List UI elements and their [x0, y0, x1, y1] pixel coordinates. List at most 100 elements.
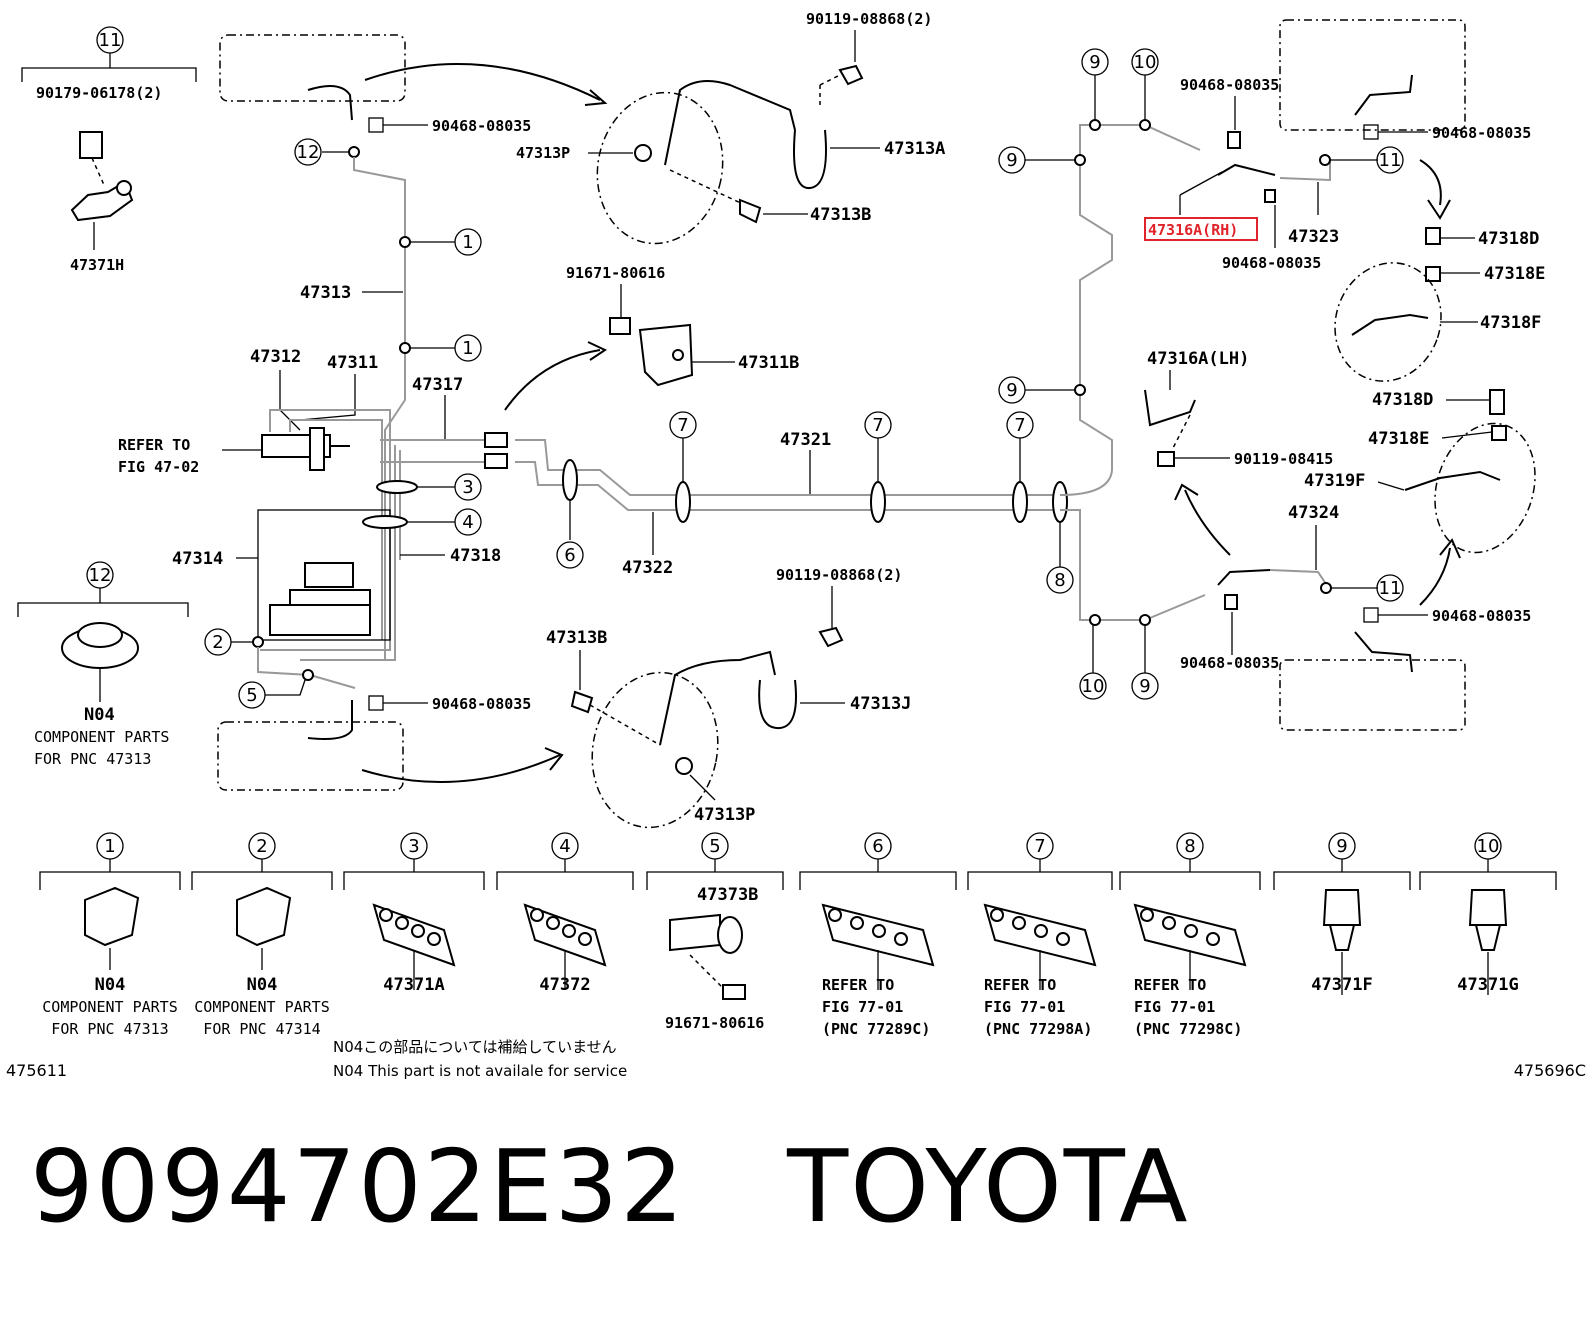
callout-number: 8 — [1184, 836, 1195, 857]
label-47322: 47322 — [622, 558, 673, 578]
callout-number: 1 — [104, 836, 115, 857]
callout-number: 2 — [212, 632, 223, 653]
callout-number: 6 — [872, 836, 883, 857]
callout-number: 7 — [872, 415, 883, 436]
label-47313P-bot: 47313P — [694, 805, 755, 825]
callout-number: 1 — [462, 232, 473, 253]
label-47311B: 47311B — [738, 353, 799, 373]
detail-oval-right-top — [1334, 262, 1442, 382]
legend-text: 47373B — [697, 885, 758, 905]
detail-oval-bottom — [591, 671, 719, 829]
legend-text: FIG 77-01 — [822, 998, 903, 1016]
label-47371H: 47371H — [70, 256, 124, 274]
legend-text: COMPONENT PARTS — [42, 998, 177, 1016]
callout-number: 7 — [1014, 415, 1025, 436]
label-N04-12: N04 — [84, 705, 115, 725]
legend-text: 47371A — [383, 975, 444, 995]
label-47318D-mid: 47318D — [1372, 390, 1433, 410]
label-47313A: 47313A — [884, 139, 945, 159]
label-47313P-top: 47313P — [516, 144, 570, 162]
label-47324: 47324 — [1288, 503, 1339, 523]
callout-number: 10 — [1134, 52, 1157, 73]
legend-text: REFER TO — [822, 976, 894, 994]
label-component-parts-12a: COMPONENT PARTS — [34, 728, 169, 746]
callout-number: 12 — [89, 565, 112, 586]
label-47321: 47321 — [780, 430, 831, 450]
callout-number: 8 — [1054, 570, 1065, 591]
abs-actuator-47314 — [269, 604, 371, 636]
label-90468-08035-c: 90468-08035 — [1180, 76, 1279, 94]
detail-oval-right-bottom — [1434, 422, 1536, 554]
label-47313B-bot: 47313B — [546, 628, 607, 648]
legend-text: N04 — [95, 975, 126, 995]
refer-fig-47-02-line1: REFER TO — [118, 436, 190, 454]
label-47314: 47314 — [172, 549, 223, 569]
callout-number: 4 — [559, 836, 570, 857]
detail-box-top-right — [1279, 19, 1466, 131]
legend-item-4: 4 47372 — [496, 832, 634, 995]
detail-box-bottom-right — [1279, 659, 1466, 731]
label-47318D-top: 47318D — [1478, 229, 1539, 249]
label-47319F: 47319F — [1304, 471, 1365, 491]
callout-11-group: 11 90179-06178(2) 47371H — [21, 26, 197, 274]
clip-icon — [1468, 889, 1508, 926]
legend-text: FIG 77-01 — [984, 998, 1065, 1016]
label-90468-08035-d: 90468-08035 — [1222, 254, 1321, 272]
label-47318E-top: 47318E — [1484, 264, 1545, 284]
bracket-47311B — [638, 323, 694, 387]
label-47313: 47313 — [300, 283, 351, 303]
label-90179-06178: 90179-06178(2) — [36, 84, 162, 102]
diagram-id-left: 475611 — [6, 1061, 67, 1080]
note-en: N04 This part is not availale for servic… — [333, 1062, 627, 1080]
clip-icon — [1322, 889, 1362, 926]
callout-number: 7 — [677, 415, 688, 436]
legend-text: FOR PNC 47313 — [51, 1020, 168, 1038]
label-47313B-top: 47313B — [810, 205, 871, 225]
label-47318E-mid: 47318E — [1368, 429, 1429, 449]
callout-number: 9 — [1089, 52, 1100, 73]
callout-number: 9 — [1336, 836, 1347, 857]
legend-text: REFER TO — [984, 976, 1056, 994]
callout-number: 3 — [462, 477, 473, 498]
part-number-title: 9094702E32 TOYOTA — [30, 1128, 1190, 1245]
label-47311: 47311 — [327, 353, 378, 373]
label-component-parts-12b: FOR PNC 47313 — [34, 750, 151, 768]
detail-oval-top — [596, 91, 724, 245]
clip-icon — [84, 886, 140, 947]
label-47323: 47323 — [1288, 227, 1339, 247]
callout-number: 5 — [709, 836, 720, 857]
legend-text: N04 — [247, 975, 278, 995]
legend-text: (PNC 77298A) — [984, 1020, 1092, 1038]
callout-number: 9 — [1006, 380, 1017, 401]
note-jp: N04この部品については補給していません — [333, 1038, 617, 1056]
callout-number: 7 — [1034, 836, 1045, 857]
label-90468-08035-b: 90468-08035 — [432, 695, 531, 713]
callout-number: 9 — [1139, 676, 1150, 697]
legend-text: (PNC 77289C) — [822, 1020, 930, 1038]
callout-number: 6 — [564, 545, 575, 566]
brake-line-47313 — [353, 157, 406, 660]
arrow-top — [364, 63, 601, 101]
legend-text: 47371G — [1457, 975, 1518, 995]
detail-box-bottom-left — [217, 721, 404, 791]
legend-text: FIG 77-01 — [1134, 998, 1215, 1016]
label-90468-08035-a: 90468-08035 — [432, 117, 531, 135]
legend-text: COMPONENT PARTS — [194, 998, 329, 1016]
legend-text: FOR PNC 47314 — [203, 1020, 320, 1038]
bracket-icon — [669, 913, 721, 952]
legend-text: 47372 — [539, 975, 590, 995]
label-47318: 47318 — [450, 546, 501, 566]
highlight-47316A-RH — [1144, 217, 1258, 241]
callout-number: 10 — [1082, 676, 1105, 697]
callout-number: 9 — [1006, 150, 1017, 171]
diagram-id-right: 475696C — [1514, 1061, 1586, 1080]
callout-number: 11 — [99, 30, 122, 51]
label-90468-08035-g: 90468-08035 — [1180, 654, 1279, 672]
refer-fig-47-02-line2: FIG 47-02 — [118, 458, 199, 476]
legend-text: (PNC 77298C) — [1134, 1020, 1242, 1038]
legend-text: REFER TO — [1134, 976, 1206, 994]
